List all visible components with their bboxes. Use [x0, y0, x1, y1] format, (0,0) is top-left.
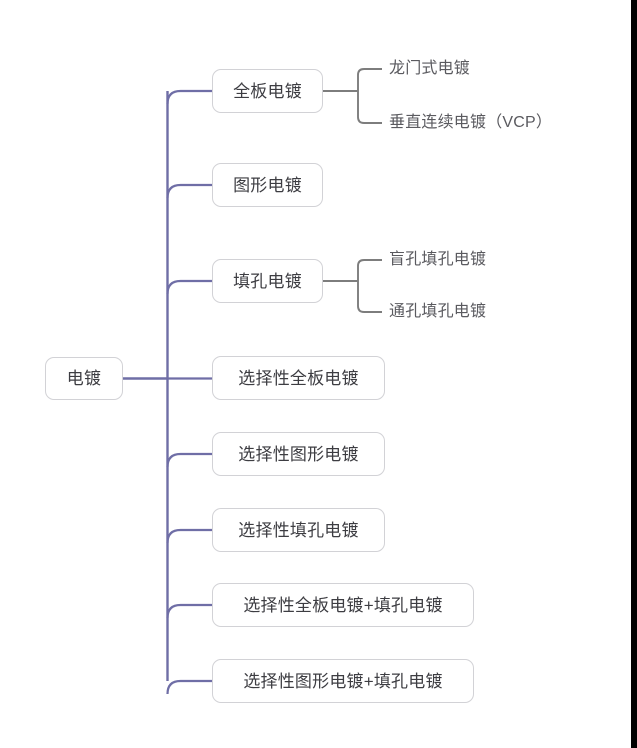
branch-node-label: 图形电镀: [233, 175, 302, 195]
branch-elbow-6: [166, 528, 212, 544]
leaf-node-tongkong-tiankong-diandu[interactable]: 通孔填孔电镀: [389, 301, 486, 323]
root-node[interactable]: 电镀: [45, 357, 123, 400]
branch-node-quanban-diandu[interactable]: 全板电镀: [212, 69, 323, 113]
branch-node-label: 选择性填孔电镀: [238, 520, 359, 540]
branch-node-tiankong-diandu[interactable]: 填孔电镀: [212, 259, 323, 303]
branch-node-label: 选择性图形电镀+填孔电镀: [243, 671, 443, 691]
branch-elbow-7: [166, 603, 212, 619]
branch-node-xuanzexing-quanban-plus-tiankong[interactable]: 选择性全板电镀+填孔电镀: [212, 583, 474, 627]
branch-node-xuanzexing-tuxing-plus-tiankong[interactable]: 选择性图形电镀+填孔电镀: [212, 659, 474, 703]
leaf-node-chuizhi-lianxu-diandu-vcp[interactable]: 垂直连续电镀（VCP）: [389, 112, 552, 134]
leaf-node-longmenshi-diandu[interactable]: 龙门式电镀: [389, 58, 470, 80]
sub-elbow-2a: [357, 259, 382, 281]
branch-node-tuxing-diandu[interactable]: 图形电镀: [212, 163, 323, 207]
branch-node-label: 全板电镀: [233, 81, 302, 101]
branch-node-label: 选择性全板电镀+填孔电镀: [243, 595, 443, 615]
branch-node-xuanzexing-tiankong-diandu[interactable]: 选择性填孔电镀: [212, 508, 385, 552]
root-node-label: 电镀: [66, 369, 102, 388]
leaf-node-label: 龙门式电镀: [389, 60, 471, 77]
branch-node-xuanzexing-quanban-diandu[interactable]: 选择性全板电镀: [212, 356, 385, 400]
leaf-node-mangkong-tiankong-diandu[interactable]: 盲孔填孔电镀: [389, 249, 486, 271]
branch-node-label: 选择性图形电镀: [238, 444, 359, 464]
branch-elbow-2: [166, 183, 212, 199]
branch-elbow-1: [166, 89, 212, 105]
branch-node-label: 填孔电镀: [233, 271, 302, 291]
sub-elbow-2b: [357, 281, 382, 313]
branch-elbow-5: [166, 452, 212, 468]
branch-elbow-8: [166, 679, 212, 695]
leaf-node-label: 盲孔填孔电镀: [389, 251, 487, 268]
leaf-node-label: 通孔填孔电镀: [389, 303, 487, 320]
leaf-node-label: 垂直连续电镀（VCP）: [389, 114, 553, 131]
branch-elbow-3: [166, 279, 212, 295]
sub-elbow-1a: [357, 68, 382, 91]
sub-elbow-1b: [357, 91, 382, 124]
right-edge-strip: [631, 0, 637, 748]
branch-node-label: 选择性全板电镀: [238, 368, 359, 388]
branch-node-xuanzexing-tuxing-diandu[interactable]: 选择性图形电镀: [212, 432, 385, 476]
